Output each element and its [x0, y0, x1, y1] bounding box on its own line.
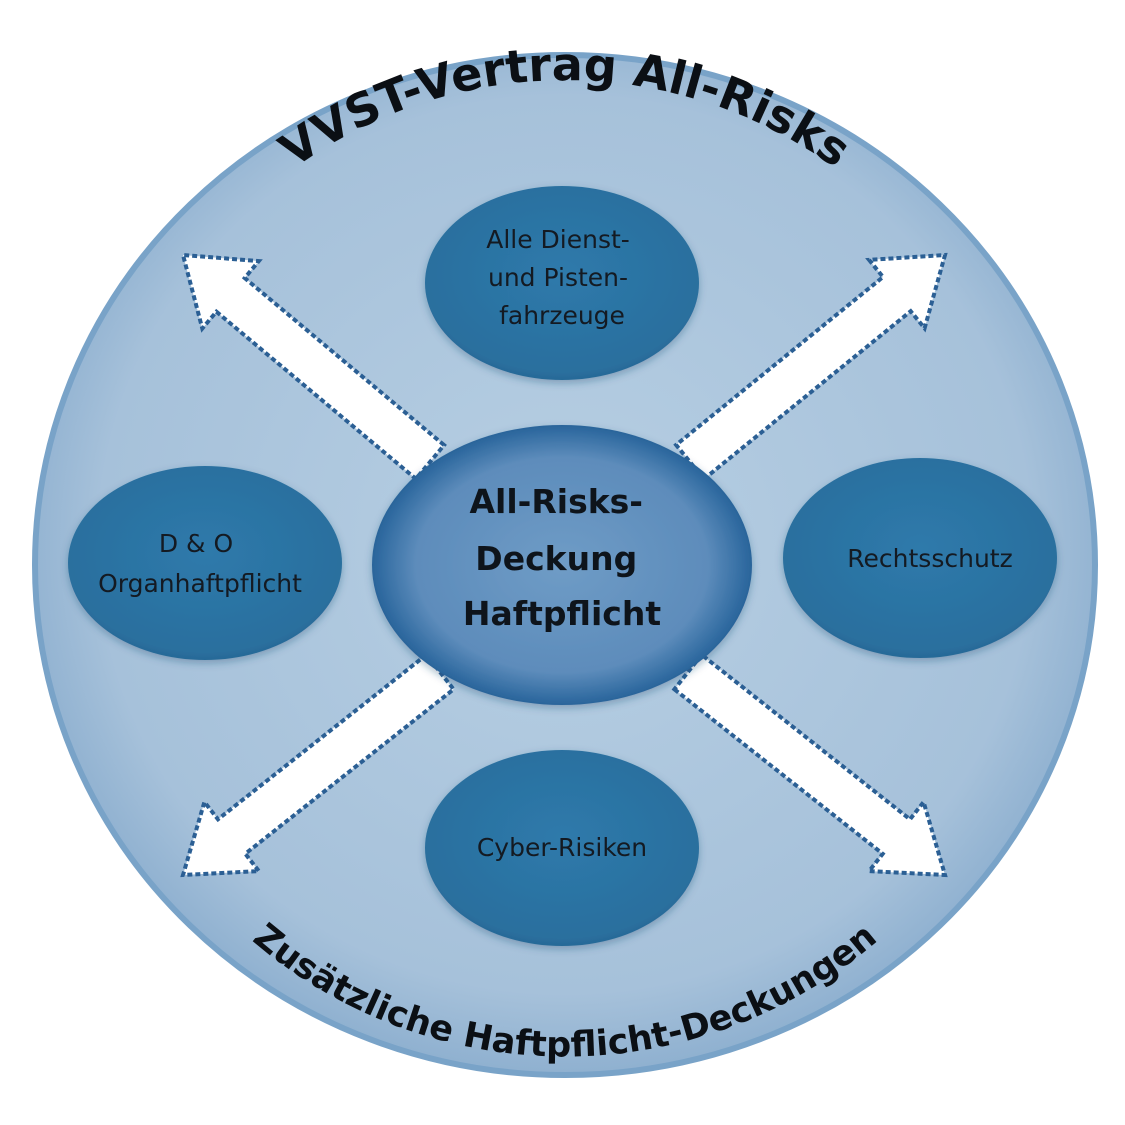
node-bottom-line: Cyber-Risiken	[477, 833, 647, 862]
arrow-up-left	[180, 252, 447, 482]
center-line: Haftpflicht	[463, 594, 661, 633]
node-top-shape	[425, 186, 699, 380]
center-line: All-Risks-	[469, 482, 643, 521]
center-label: All-Risks- Deckung Haftpflicht	[463, 482, 661, 633]
node-right-label: Rechtsschutz	[847, 544, 1012, 573]
node-top-label: Alle Dienst- und Pisten- fahrzeuge	[486, 225, 638, 330]
node-bottom-shape	[425, 750, 699, 946]
node-right-line: Rechtsschutz	[847, 544, 1012, 573]
node-right-shape	[783, 458, 1057, 658]
node-left-shape	[68, 466, 342, 660]
node-left-line: Organhaftpflicht	[98, 569, 302, 598]
arrows-group	[180, 252, 948, 878]
node-left-line: D & O	[159, 529, 233, 558]
arrow-up-right	[673, 252, 948, 482]
node-top-line: und Pisten-	[488, 263, 628, 292]
center-shape	[372, 425, 752, 705]
node-top-line: Alle Dienst-	[486, 225, 630, 254]
node-bottom-label: Cyber-Risiken	[477, 833, 647, 862]
center-line: Deckung	[475, 539, 637, 578]
arrow-down-right	[671, 651, 948, 878]
node-top-line: fahrzeuge	[499, 301, 625, 330]
arrow-down-left	[180, 651, 457, 878]
node-left-label: D & O Organhaftpflicht	[98, 529, 302, 598]
